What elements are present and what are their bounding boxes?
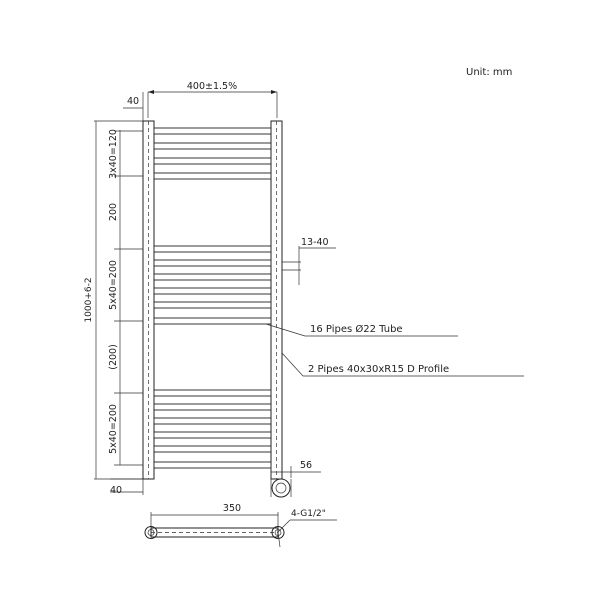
segment-dimensions: 3x40=120 200 5x40=200 (200) 5x40=200 <box>108 129 143 466</box>
center-distance-label: 350 <box>223 503 241 514</box>
group2-label: 5x40=200 <box>108 260 119 310</box>
tube-7 <box>153 273 272 281</box>
group3-label: 5x40=200 <box>108 404 119 454</box>
valve-detail: 56 <box>270 460 321 498</box>
gap2-label: (200) <box>108 344 119 370</box>
profile-callout: 2 Pipes 40x30xR15 D Profile <box>281 352 524 377</box>
pipe-spacing-label: 13-40 <box>301 237 329 248</box>
tube-5 <box>153 245 272 253</box>
group1-label: 3x40=120 <box>108 129 119 179</box>
top-offset-dimension: 40 <box>123 92 144 121</box>
valve-size-label: 56 <box>300 460 312 471</box>
tube-11 <box>153 389 272 397</box>
height-label: 1000+6-2 <box>84 277 94 322</box>
tube-12 <box>153 403 272 411</box>
tube-1 <box>153 127 272 135</box>
top-offset-label: 40 <box>127 96 139 107</box>
tube-14 <box>153 431 272 439</box>
width-label: 400±1.5% <box>187 81 237 92</box>
bottom-view: 350 4-G1/2" <box>144 503 337 548</box>
tube-3 <box>153 157 272 165</box>
bottom-offset-label: 40 <box>110 485 122 496</box>
profile-callout-label: 2 Pipes 40x30xR15 D Profile <box>308 364 449 375</box>
bottom-offset-dimension: 40 <box>110 478 144 496</box>
left-upright <box>142 120 155 480</box>
tube-13 <box>153 417 272 425</box>
thread-label: 4-G1/2" <box>291 509 326 519</box>
tube-16 <box>153 461 272 469</box>
tube-2 <box>153 142 272 150</box>
tube-10 <box>153 317 272 325</box>
unit-label: Unit: mm <box>466 67 512 78</box>
right-upright <box>270 120 283 480</box>
tube-6 <box>153 259 272 267</box>
tube-15 <box>153 445 272 453</box>
horizontal-tubes <box>153 127 272 469</box>
tube-4 <box>153 172 272 180</box>
tube-9 <box>153 301 272 309</box>
tube-callout: 16 Pipes Ø22 Tube <box>265 323 458 337</box>
tube-8 <box>153 287 272 295</box>
tube-callout-label: 16 Pipes Ø22 Tube <box>310 323 403 335</box>
width-dimension: 400±1.5% <box>147 81 278 118</box>
gap1-label: 200 <box>108 203 119 221</box>
pipe-spacing-dimension: 13-40 <box>282 237 336 285</box>
